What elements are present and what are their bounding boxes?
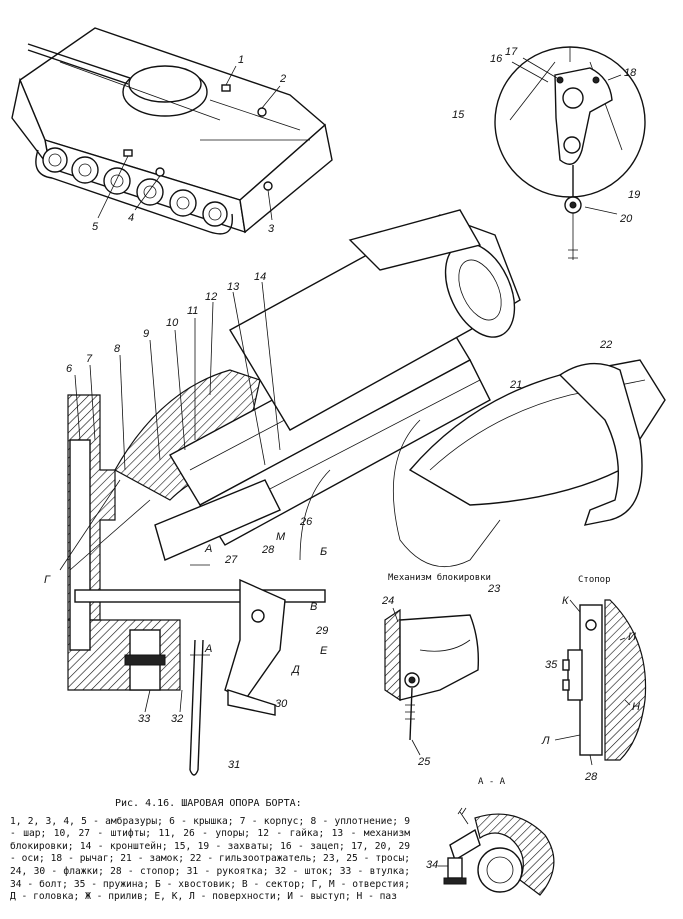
- label-32: 32: [171, 713, 183, 725]
- label-5: 5: [92, 221, 99, 233]
- casing-deflector: [408, 359, 666, 526]
- label-16: 16: [490, 53, 503, 65]
- label-27: 27: [224, 554, 238, 566]
- latch-detail-circle: [494, 46, 646, 260]
- letter-E: Е: [320, 645, 328, 657]
- label-15: 15: [452, 109, 465, 121]
- main-assembly: [59, 209, 521, 776]
- label-4: 4: [128, 212, 134, 224]
- letter-N: Н: [632, 701, 640, 713]
- label-24: 24: [381, 595, 394, 607]
- section-mark-bottom: А: [204, 643, 212, 655]
- label-30: 30: [275, 698, 288, 710]
- figure-title: Рис. 4.16. ШАРОВАЯ ОПОРА БОРТА:: [115, 798, 302, 809]
- label-6: 6: [66, 363, 73, 375]
- label-17: 17: [505, 46, 518, 58]
- label-14: 14: [254, 271, 266, 283]
- ball-mount-diagram: 1 2 3 4 5 17 16 18 15 19 20: [11, 27, 666, 787]
- section-aa-detail: 34: [426, 807, 555, 896]
- label-2: 2: [279, 73, 286, 85]
- label-23: 23: [487, 583, 501, 595]
- label-28: 28: [261, 544, 275, 556]
- section-aa-label: А - А: [478, 777, 506, 787]
- label-19: 19: [628, 189, 640, 201]
- label-11: 11: [187, 305, 198, 317]
- label-12: 12: [205, 291, 217, 303]
- figure-legend: 1, 2, 3, 4, 5 - амбразуры; 6 - крышка; 7…: [10, 815, 410, 903]
- lock-mechanism-detail: [384, 607, 480, 756]
- label-10: 10: [166, 317, 179, 329]
- stopper-detail: [554, 599, 647, 766]
- label-8: 8: [114, 343, 121, 355]
- label-26: 26: [299, 516, 313, 528]
- stopper-title: Стопор: [578, 575, 611, 585]
- letter-I: И: [628, 631, 636, 643]
- label-33: 33: [138, 713, 151, 725]
- label-18: 18: [624, 67, 637, 79]
- label-34: 34: [426, 859, 438, 871]
- label-29: 29: [315, 625, 328, 637]
- letter-M: М: [276, 531, 286, 543]
- vehicle-drawing: [11, 27, 333, 235]
- letter-B: Б: [320, 546, 327, 558]
- letter-V: В: [310, 601, 317, 613]
- label-21: 21: [509, 379, 522, 391]
- letter-L: Л: [541, 735, 550, 747]
- letter-D: Д: [290, 664, 300, 676]
- label-35: 35: [545, 659, 558, 671]
- label-20: 20: [619, 213, 633, 225]
- letter-G: Г: [44, 574, 51, 586]
- lock-mechanism-title: Механизм блокировки: [388, 572, 491, 583]
- label-31: 31: [228, 759, 240, 771]
- label-9: 9: [143, 328, 149, 340]
- label-13: 13: [227, 281, 240, 293]
- label-28b: 28: [584, 771, 598, 783]
- figure-caption: Рис. 4.16. ШАРОВАЯ ОПОРА БОРТА: 1, 2, 3,…: [10, 798, 410, 904]
- label-1: 1: [238, 54, 244, 66]
- label-22: 22: [599, 339, 612, 351]
- label-3: 3: [268, 223, 275, 235]
- label-25: 25: [417, 756, 431, 768]
- label-7: 7: [86, 353, 93, 365]
- letter-K: К: [562, 595, 569, 607]
- section-mark-top: А: [204, 543, 212, 555]
